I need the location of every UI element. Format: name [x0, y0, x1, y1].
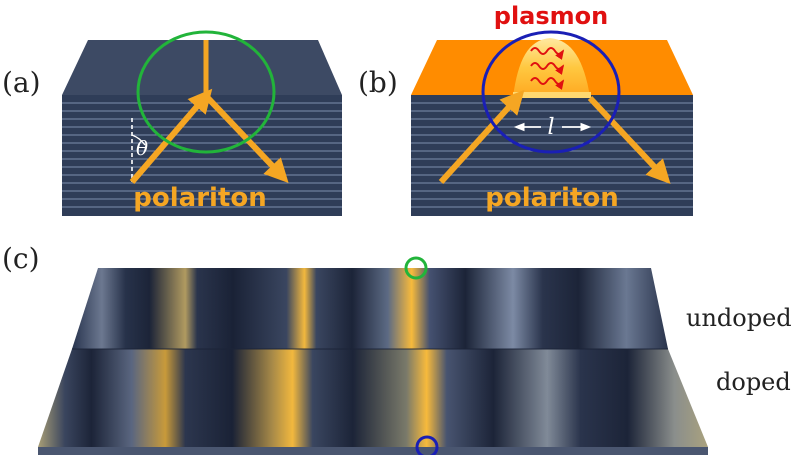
panel-b-label: (b)	[358, 66, 398, 99]
panel-b-polariton-label: polariton	[485, 183, 618, 213]
panel-c: (c) undoped doped	[2, 242, 792, 455]
panel-b-plasmon-base	[513, 92, 591, 98]
panel-a-reflected-beam	[203, 93, 289, 183]
panel-b-plasmon-glow	[513, 38, 590, 97]
panel-b-blue-circle	[481, 30, 621, 154]
panel-c-doped-field	[38, 349, 708, 447]
panel-b-plasmon-waves	[530, 47, 565, 90]
panel-a-angle-arc	[131, 134, 146, 146]
panel-b-plasmon-label: plasmon	[494, 2, 608, 30]
panel-c-blue-marker	[415, 435, 439, 455]
panel-a-polariton-label: polariton	[133, 183, 266, 213]
panel-c-label: (c)	[2, 242, 40, 275]
panel-c-undoped-field	[72, 268, 668, 349]
panel-a-top-face	[62, 40, 342, 95]
panel-a-green-circle	[136, 30, 276, 154]
panel-c-doped-label: doped	[716, 368, 791, 396]
panel-b: (b) l plasmon pola	[358, 2, 693, 216]
panel-b-layers	[411, 102, 693, 208]
panel-a-layers	[62, 102, 342, 208]
panel-a-side-face	[62, 95, 342, 216]
panel-a-theta-symbol: θ	[136, 136, 148, 160]
panel-a-label: (a)	[2, 66, 41, 99]
panel-c-green-marker	[404, 256, 428, 280]
panel-a: (a) θ polariton	[2, 30, 342, 216]
panel-c-front-edge	[38, 447, 708, 455]
panel-a-incident-beam	[129, 88, 213, 184]
panel-b-incident-beam	[438, 89, 525, 185]
panel-b-reflected-beam	[587, 95, 671, 185]
panel-c-undoped-label: undoped	[686, 304, 792, 332]
panel-b-length-symbol: l	[547, 115, 554, 140]
